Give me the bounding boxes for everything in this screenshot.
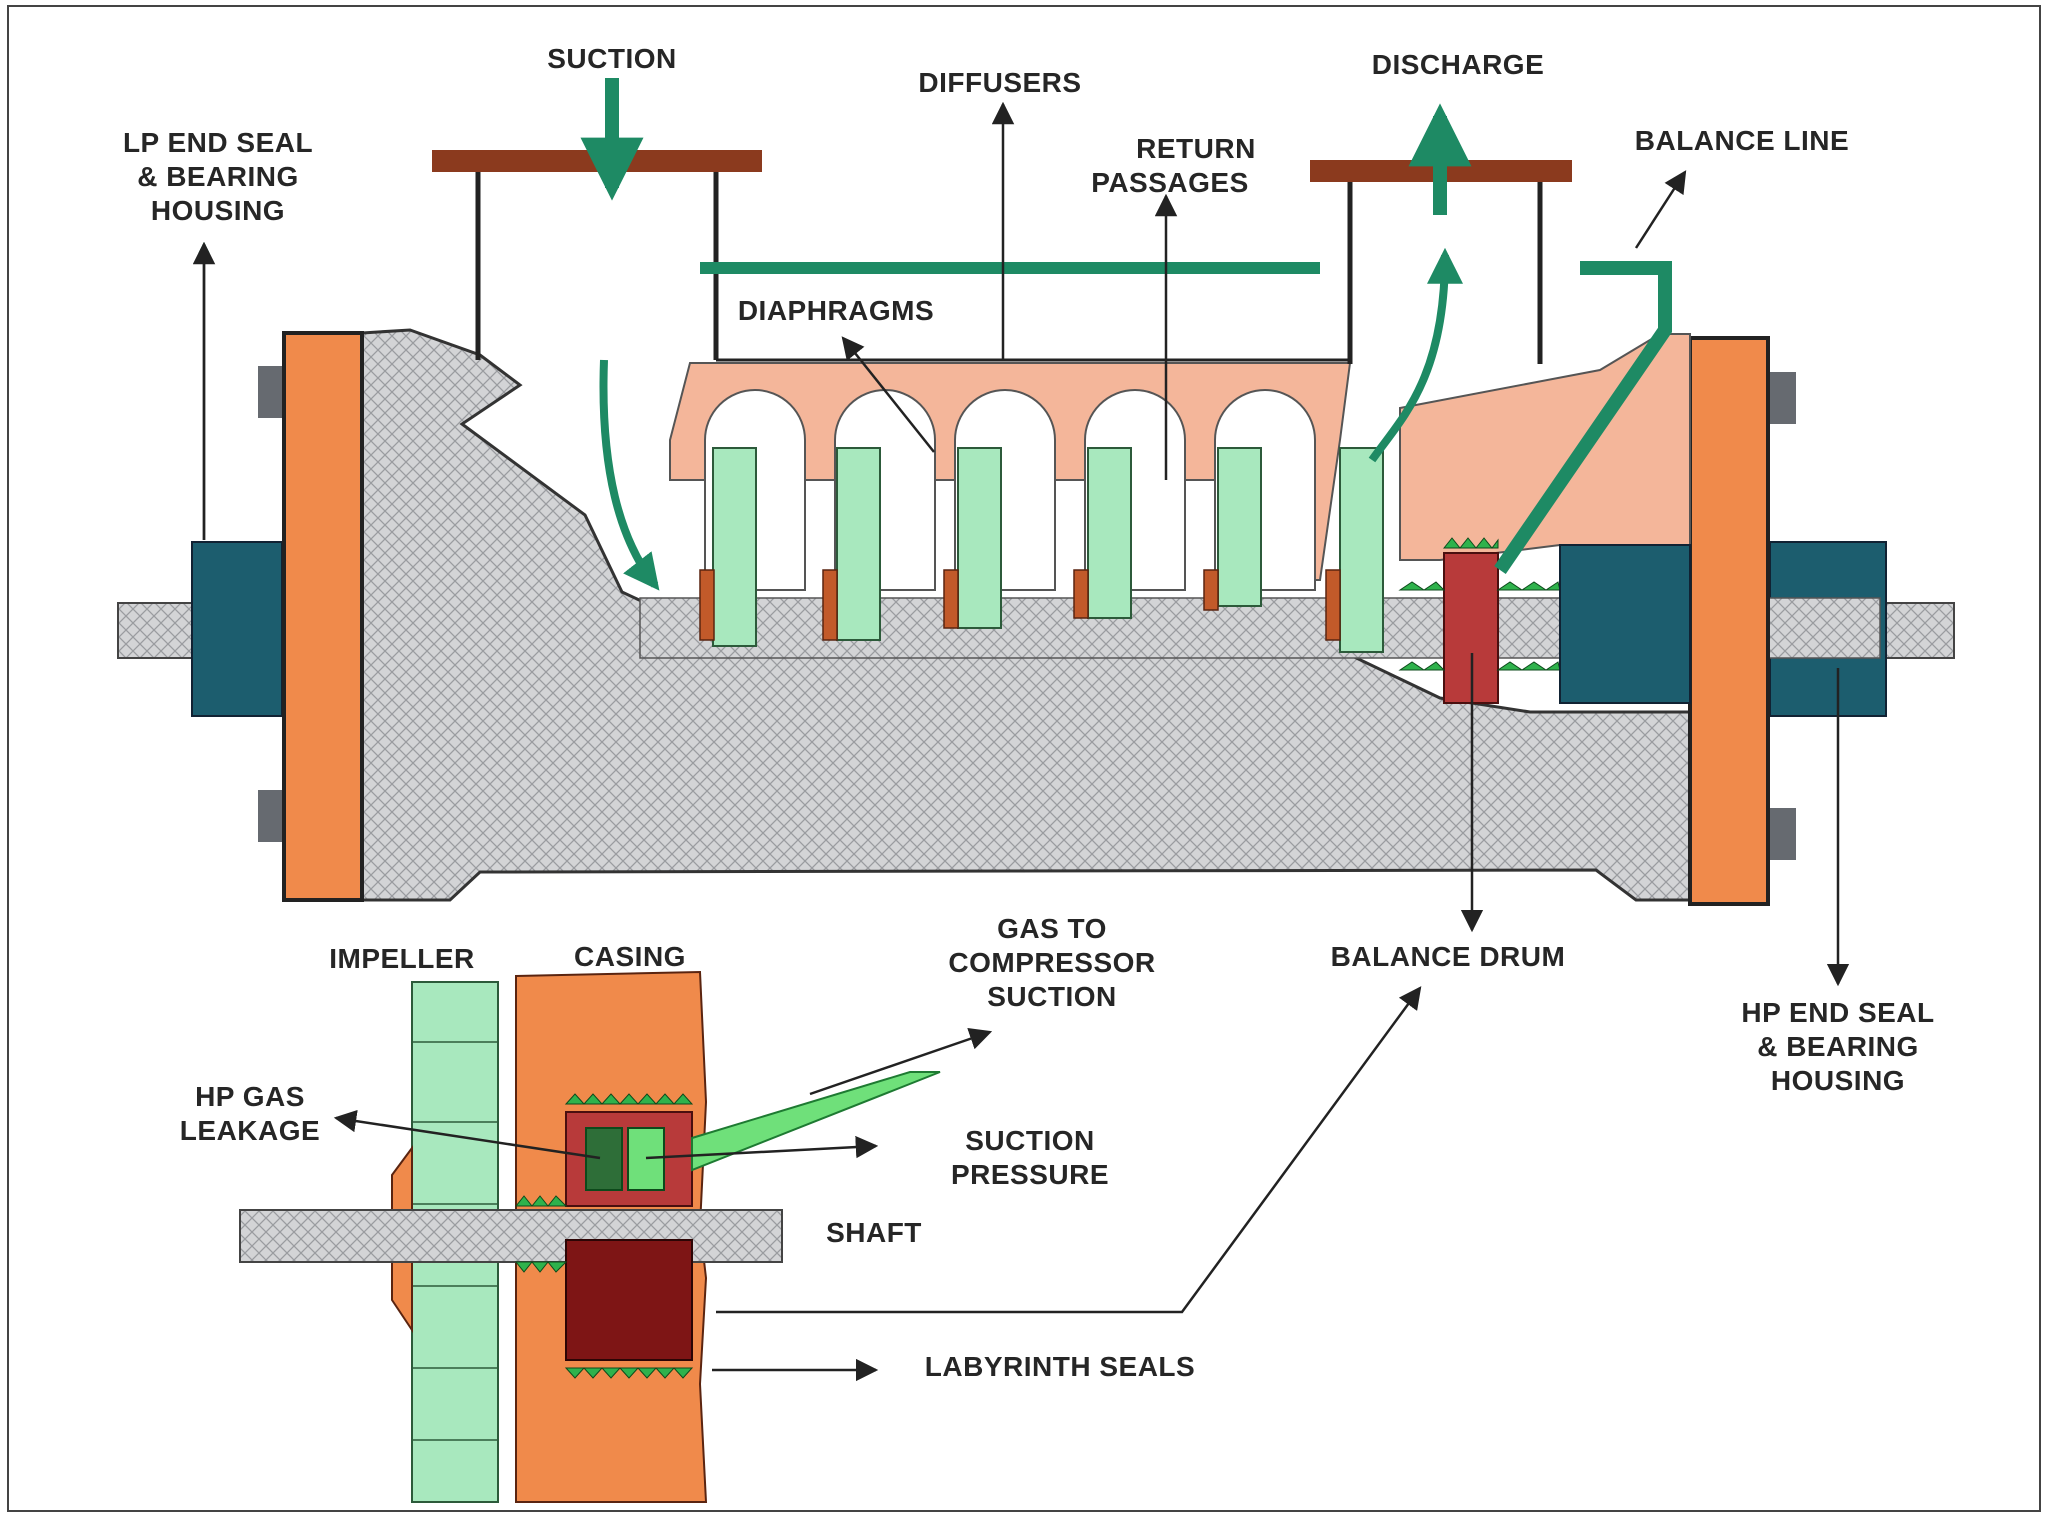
label-hp-seal-line1: HP END SEAL (1741, 997, 1934, 1028)
label-gas-to-line1: GAS TO (997, 913, 1107, 944)
flange-bolt (258, 790, 286, 842)
detail-labyrinth-teeth (514, 1093, 694, 1379)
label-suction-pressure-line1: SUCTION (965, 1125, 1095, 1156)
label-shaft: SHAFT (826, 1217, 922, 1248)
label-diffusers: DIFFUSERS (918, 67, 1081, 98)
label-balance-drum: BALANCE DRUM (1331, 941, 1566, 972)
impeller-hubs (699, 569, 1341, 641)
label-casing: CASING (574, 941, 686, 972)
page-border (7, 5, 2041, 1512)
flange-bolt (1768, 808, 1796, 860)
label-gas-to-line3: SUCTION (987, 981, 1117, 1012)
label-lp-seal-line2: & BEARING (137, 161, 299, 192)
label-suction: SUCTION (547, 43, 677, 74)
label-hp-seal-line3: HOUSING (1771, 1065, 1905, 1096)
detail-gas-channel (691, 1071, 941, 1172)
label-return-passages-line2: PASSAGES (1091, 167, 1249, 198)
lp-bearing-housing (191, 541, 283, 717)
label-lp-seal-line1: LP END SEAL (123, 127, 313, 158)
label-impeller: IMPELLER (329, 943, 475, 974)
shaft-right-end (1875, 602, 1955, 659)
label-balance-line: BALANCE LINE (1635, 125, 1849, 156)
suction-nozzle-flange (432, 150, 762, 172)
label-diaphragms: DIAPHRAGMS (738, 295, 934, 326)
detail-impeller-vanes (412, 1041, 498, 1441)
lp-flange (282, 331, 364, 902)
detail-shaft (239, 1209, 783, 1263)
impeller-stages (712, 447, 1384, 653)
label-lp-seal-line3: HOUSING (151, 195, 285, 226)
flange-bolt (1768, 372, 1796, 424)
pointer-arrows (192, 101, 1850, 987)
label-discharge: DISCHARGE (1372, 49, 1545, 80)
detail-balance-drum (565, 1239, 693, 1361)
label-labyrinth-seals: LABYRINTH SEALS (925, 1351, 1195, 1382)
label-suction-pressure-line2: PRESSURE (951, 1159, 1109, 1190)
label-hp-seal-line2: & BEARING (1757, 1031, 1919, 1062)
detail-hp-pocket (585, 1127, 623, 1191)
flow-arrows (580, 78, 1672, 591)
label-hp-gas-line1: HP GAS (195, 1081, 305, 1112)
hp-end-seal-block (1559, 544, 1691, 704)
shaft-left-end (117, 602, 199, 659)
label-gas-to-line2: COMPRESSOR (948, 947, 1155, 978)
flange-bolt (258, 366, 286, 418)
label-return-passages-line1: RETURN (1136, 133, 1256, 164)
detail-pointer-arrows (333, 986, 1422, 1382)
label-hp-gas-line2: LEAKAGE (180, 1115, 320, 1146)
detail-suction-pocket (627, 1127, 665, 1191)
hp-flange (1688, 336, 1770, 906)
